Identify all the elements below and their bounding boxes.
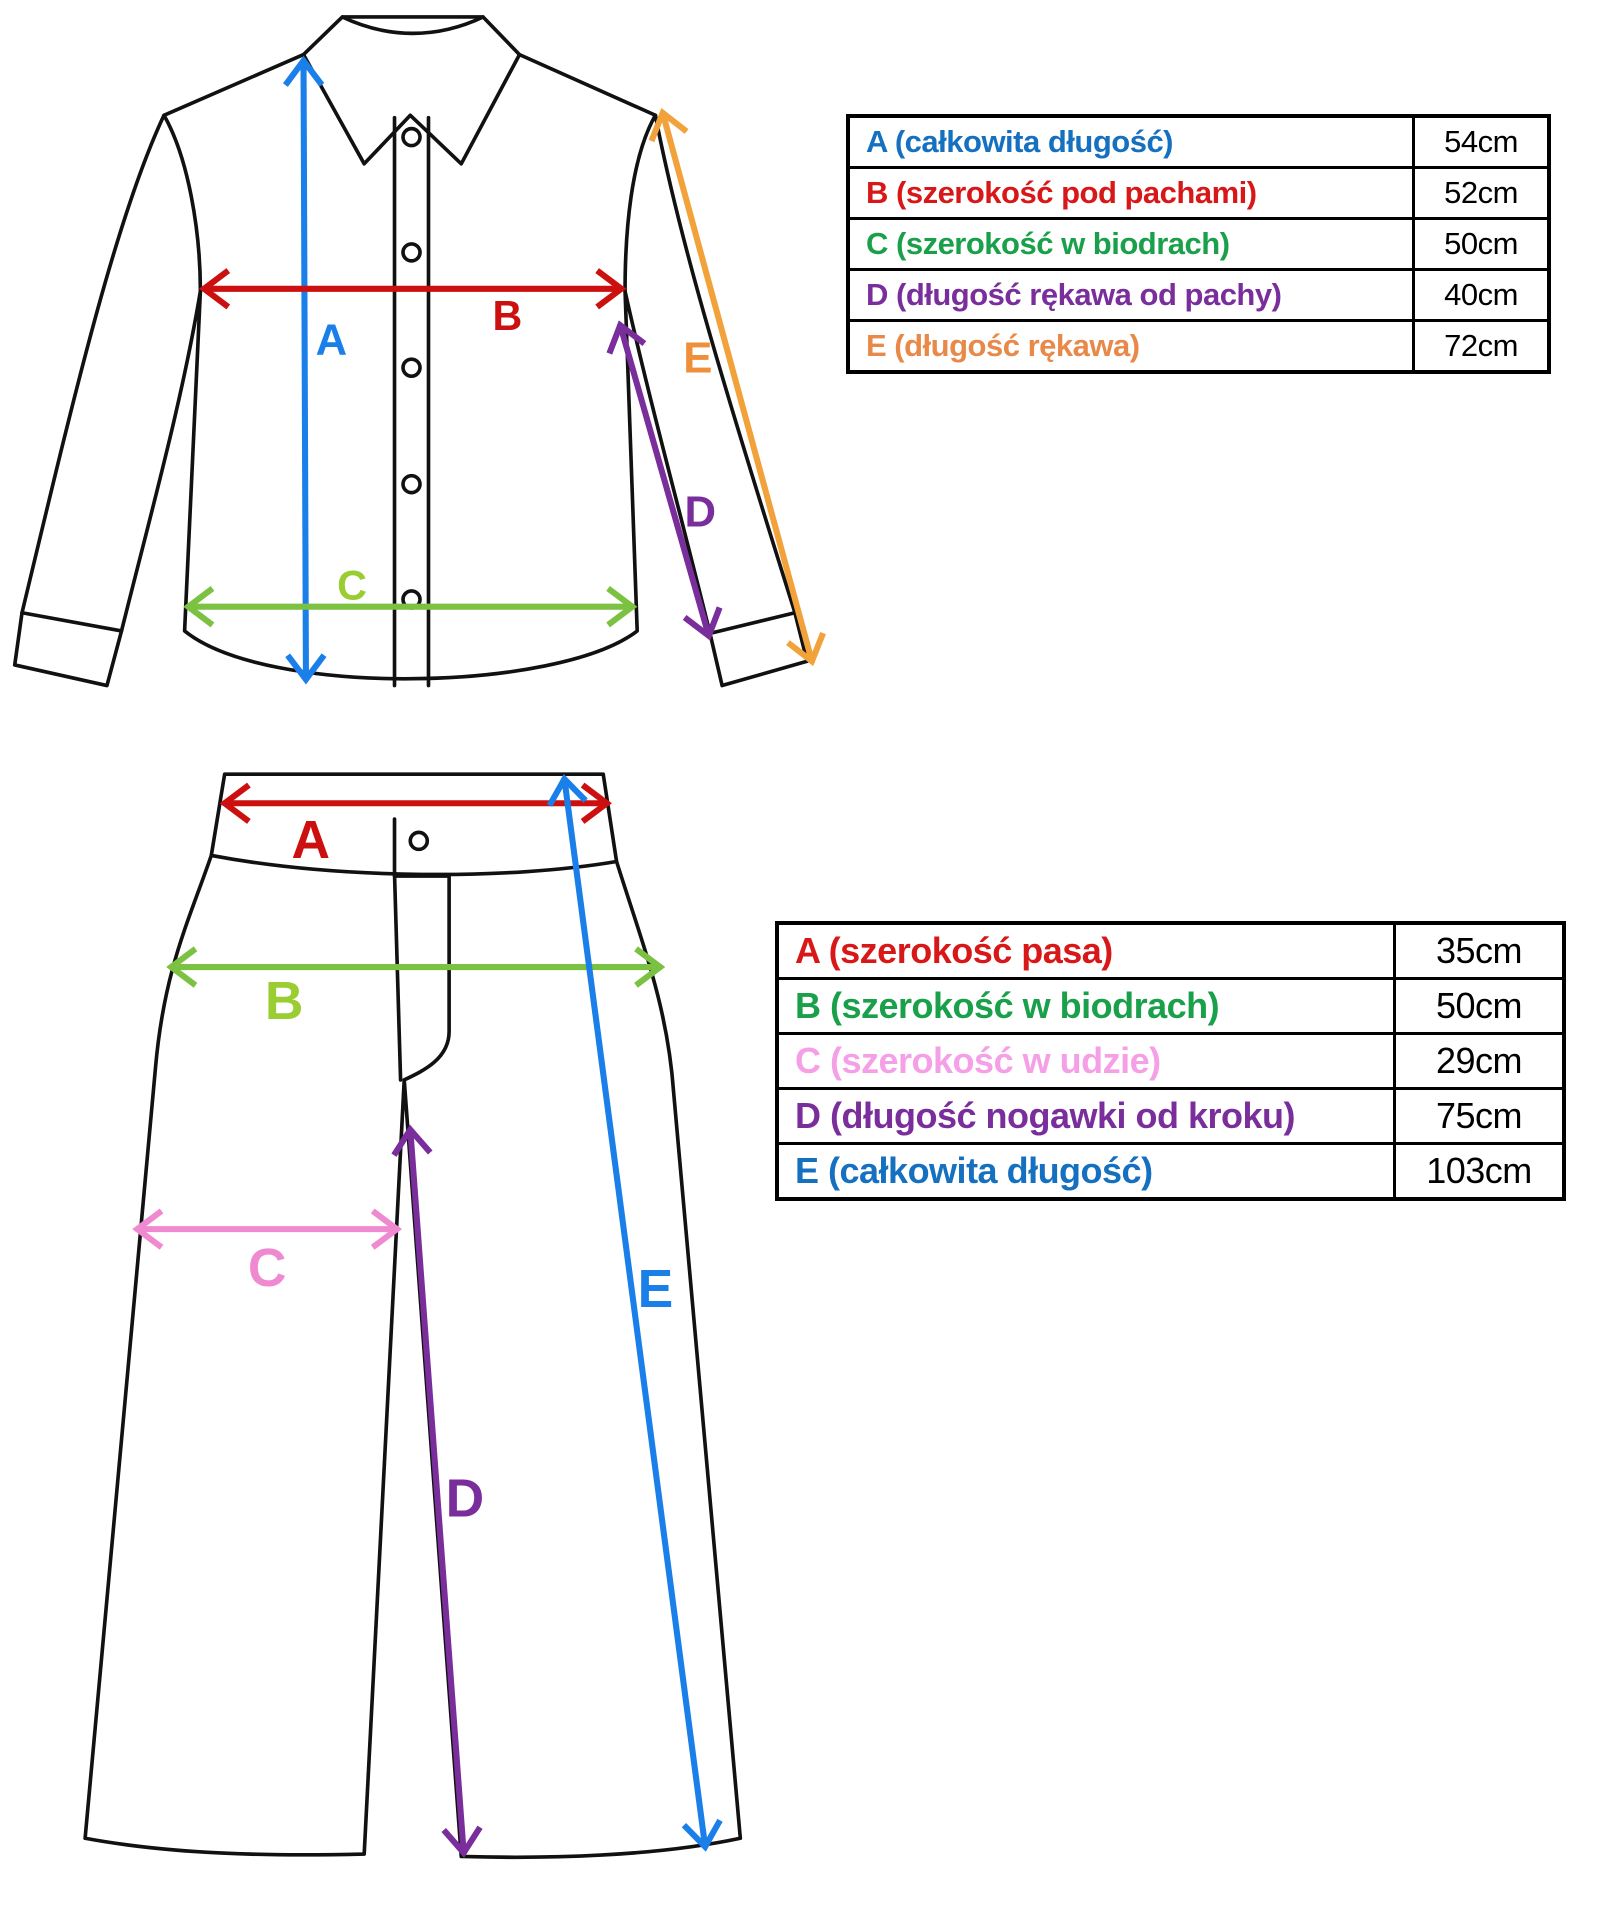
shirt-label-c: C <box>337 562 367 608</box>
pants-label-d: D <box>446 1470 485 1529</box>
measure-value: 40cm <box>1412 268 1551 322</box>
measure-value: 50cm <box>1412 217 1551 271</box>
shirt-arrow-e <box>648 107 826 667</box>
shirt-label-b: B <box>492 293 522 339</box>
measure-value: 35cm <box>1393 921 1566 980</box>
pants-label-b: B <box>265 972 304 1031</box>
measure-value: 72cm <box>1412 319 1551 374</box>
measure-value: 103cm <box>1393 1142 1566 1201</box>
measure-label: A (szerokość pasa) <box>775 921 1396 980</box>
measure-label: D (długość rękawa od pachy) <box>846 268 1415 322</box>
measure-value: 54cm <box>1412 114 1551 169</box>
shirt-label-d: D <box>685 488 717 537</box>
measure-label: D (długość nogawki od kroku) <box>775 1087 1396 1145</box>
table-row: C (szerokość w udzie)29cm <box>775 1032 1566 1090</box>
measure-value: 50cm <box>1393 977 1566 1035</box>
pants-label-a: A <box>292 811 331 870</box>
measure-label: A (całkowita długość) <box>846 114 1415 169</box>
shirt-label-e: E <box>683 334 712 383</box>
table-row: D (długość rękawa od pachy)40cm <box>846 268 1551 322</box>
table-row: B (szerokość pod pachami)52cm <box>846 166 1551 220</box>
table-row: E (długość rękawa)72cm <box>846 319 1551 374</box>
table-row: A (szerokość pasa)35cm <box>775 921 1566 980</box>
shirt-label-a: A <box>316 315 348 364</box>
measure-value: 75cm <box>1393 1087 1566 1145</box>
pants-label-c: C <box>248 1239 287 1298</box>
pants-size-table: A (szerokość pasa)35cm B (szerokość w bi… <box>775 921 1566 1201</box>
measure-label: C (szerokość w biodrach) <box>846 217 1415 271</box>
table-row: B (szerokość w biodrach)50cm <box>775 977 1566 1035</box>
pants-arrow-e <box>546 773 723 1852</box>
measure-label: E (długość rękawa) <box>846 319 1415 374</box>
pants-arrow-d <box>391 1124 483 1858</box>
measure-label: B (szerokość pod pachami) <box>846 166 1415 220</box>
measure-value: 52cm <box>1412 166 1551 220</box>
measure-label: C (szerokość w udzie) <box>775 1032 1396 1090</box>
shirt-arrow-a <box>282 55 327 685</box>
pants-label-e: E <box>638 1260 674 1319</box>
measure-label: E (całkowita długość) <box>775 1142 1396 1201</box>
table-row: D (długość nogawki od kroku)75cm <box>775 1087 1566 1145</box>
shirt-size-table: A (całkowita długość)54cm B (szerokość p… <box>846 114 1551 374</box>
measure-value: 29cm <box>1393 1032 1566 1090</box>
table-row: C (szerokość w biodrach)50cm <box>846 217 1551 271</box>
table-row: A (całkowita długość)54cm <box>846 114 1551 169</box>
shirt-outline <box>12 15 809 688</box>
table-row: E (całkowita długość)103cm <box>775 1142 1566 1201</box>
measure-label: B (szerokość w biodrach) <box>775 977 1396 1035</box>
